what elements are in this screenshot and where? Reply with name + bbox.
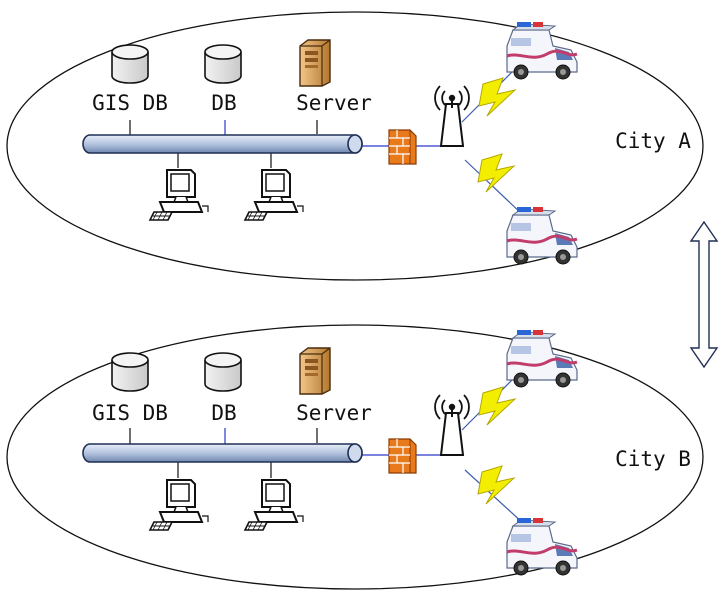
city-b-ambulance-icon-2 — [505, 516, 579, 577]
city-a-backbone-bus — [82, 134, 363, 154]
city-a-network: GIS DB DB Server City A — [6, 11, 704, 281]
city-b-server-label: Server — [296, 401, 372, 425]
city-a-gis-db-database-icon — [111, 44, 149, 84]
city-b-name-label: City B — [615, 447, 691, 471]
city-b-db-label: DB — [211, 401, 236, 425]
city-b-network: GIS DB DB Server City B — [6, 324, 704, 590]
city-a-db-label: DB — [211, 91, 236, 115]
city-a-server-icon — [299, 39, 331, 87]
city-b-gis-db-database-icon — [111, 352, 149, 392]
city-b-ambulance-icon-1 — [505, 328, 579, 389]
inter-city-link-bidirectional-arrow-icon — [689, 220, 719, 369]
city-b-lightning-icon-1 — [478, 386, 516, 426]
city-a-gis-db-label: GIS DB — [92, 91, 168, 115]
city-b-db-database-icon — [204, 352, 242, 392]
city-b-boundary — [6, 324, 704, 590]
city-b-firewall-icon — [388, 438, 417, 474]
city-a-ambulance-icon-2 — [505, 205, 579, 266]
city-a-workstation-2-computer-icon — [244, 169, 304, 221]
city-b-server-icon — [299, 347, 331, 395]
city-a-ambulance-icon-1 — [505, 20, 579, 81]
city-a-server-label: Server — [296, 91, 372, 115]
city-a-boundary — [6, 11, 704, 281]
city-b-antenna-icon — [434, 394, 470, 456]
city-a-lightning-icon-2 — [477, 153, 515, 193]
city-a-antenna-icon — [434, 85, 470, 147]
city-b-gis-db-label: GIS DB — [92, 401, 168, 425]
city-b-workstation-2-computer-icon — [244, 479, 304, 531]
city-b-backbone-bus — [82, 443, 363, 463]
city-b-workstation-1-computer-icon — [149, 479, 209, 531]
city-a-name-label: City A — [615, 129, 691, 153]
city-a-db-database-icon — [204, 44, 242, 84]
city-a-workstation-1-computer-icon — [149, 169, 209, 221]
city-a-lightning-icon-1 — [478, 77, 516, 117]
city-a-firewall-icon — [388, 129, 417, 165]
